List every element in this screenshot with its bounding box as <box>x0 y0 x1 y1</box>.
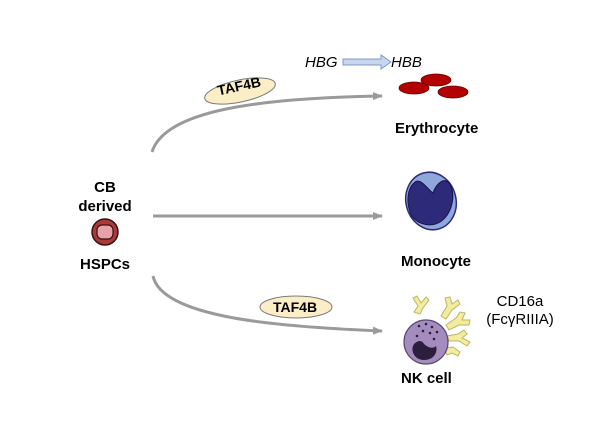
taf4b-pill-erythrocyte <box>204 77 276 105</box>
cd16a-label: CD16a (FcγRIIIA) <box>478 293 562 329</box>
monocyte-icon <box>404 171 458 231</box>
hbb-label: HBB <box>391 54 422 71</box>
nk-cell-icon <box>403 295 471 365</box>
taf4b-label-nk: TAF4B <box>273 299 318 315</box>
monocyte-label: Monocyte <box>401 253 472 270</box>
source-label-line2: derived <box>78 198 132 215</box>
arrow-to-erythrocyte <box>150 92 383 153</box>
cd16a-receptor-icon <box>412 295 471 357</box>
taf4b-pill-nk <box>259 295 333 319</box>
hspc-cell-icon <box>91 218 119 246</box>
hbg-label: HBG <box>305 54 338 71</box>
cd16a-label-line1: CD16a <box>496 293 544 310</box>
erythrocyte-label: Erythrocyte <box>395 120 479 137</box>
source-label: CB derived <box>72 178 138 216</box>
hemoglobin-switch-arrow <box>342 54 392 70</box>
source-label-line1: CB <box>94 179 116 196</box>
cd16a-label-line2: (FcγRIIIA) <box>486 311 554 328</box>
hspcs-label: HSPCs <box>80 256 131 273</box>
erythrocyte-icon <box>398 73 469 99</box>
arrow-to-nk-cell <box>151 275 383 335</box>
nk-cell-label: NK cell <box>401 370 452 387</box>
